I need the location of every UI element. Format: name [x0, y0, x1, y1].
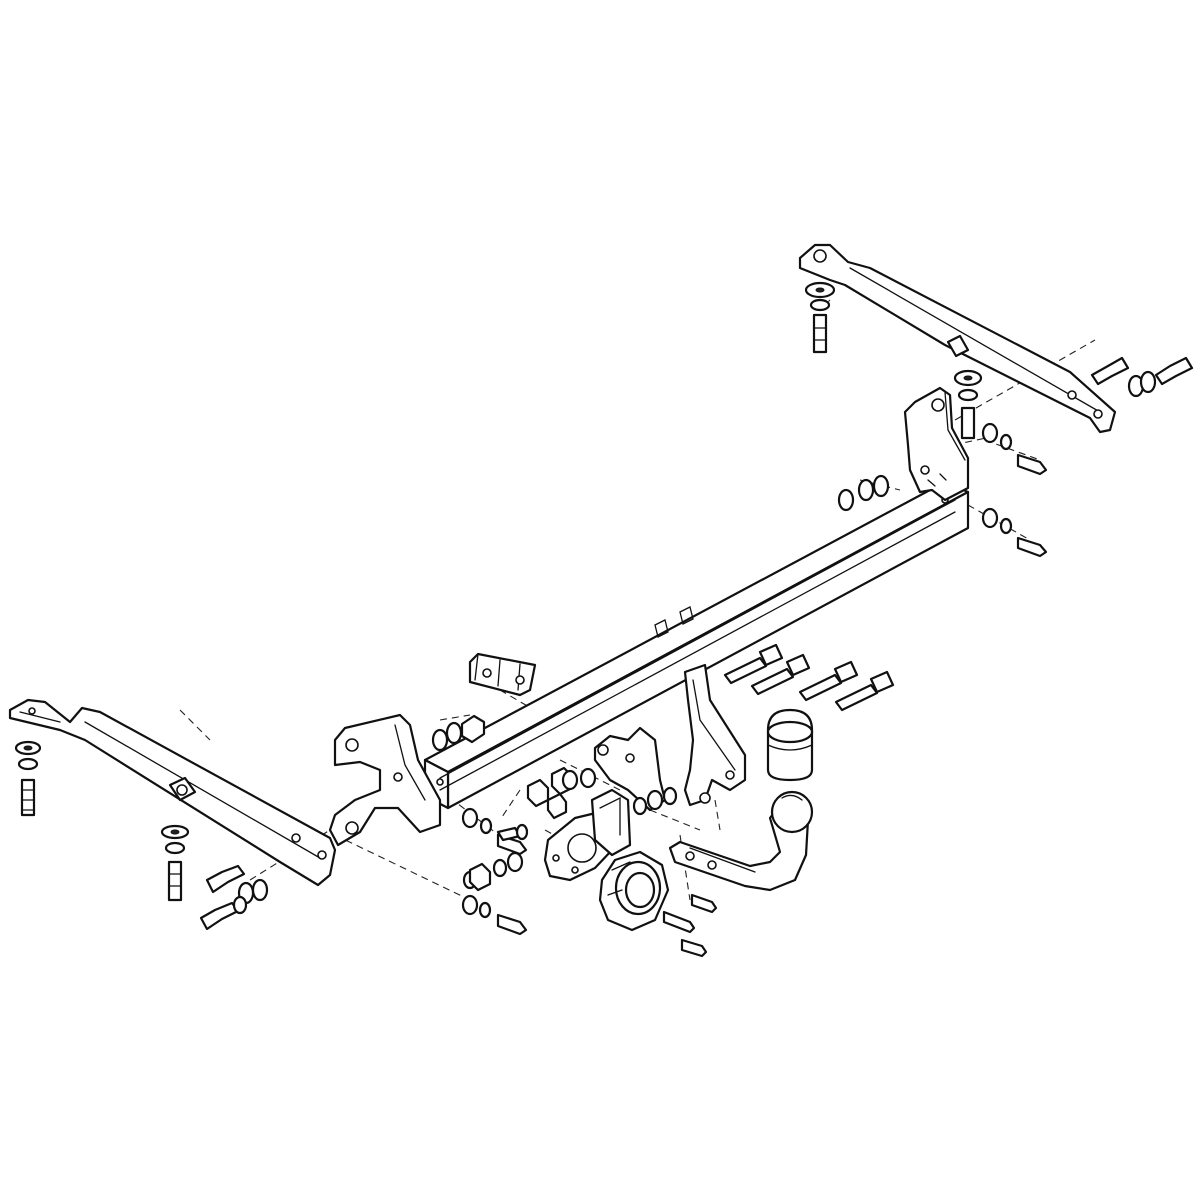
- crossbar-details: [654, 473, 947, 638]
- electrical-socket: [598, 850, 718, 958]
- center-hanger-bracket: [593, 663, 747, 812]
- right-arm-fasteners: [804, 281, 1194, 440]
- center-fasteners: [461, 766, 678, 936]
- crossbar-end-fasteners: [431, 422, 1048, 856]
- tow-ball-neck: [668, 790, 814, 892]
- left-side-arm: [8, 698, 337, 887]
- main-crossbar: [423, 480, 970, 810]
- socket-mounting-plate: [543, 788, 632, 882]
- right-end-bracket: [903, 386, 970, 502]
- right-side-arm: [798, 243, 1117, 434]
- ball-cover-cap: [766, 708, 814, 782]
- hanger-bolts: [723, 643, 895, 712]
- left-end-bracket: [328, 713, 442, 847]
- left-arm-fasteners: [14, 740, 269, 931]
- spacer-plate: [468, 652, 537, 697]
